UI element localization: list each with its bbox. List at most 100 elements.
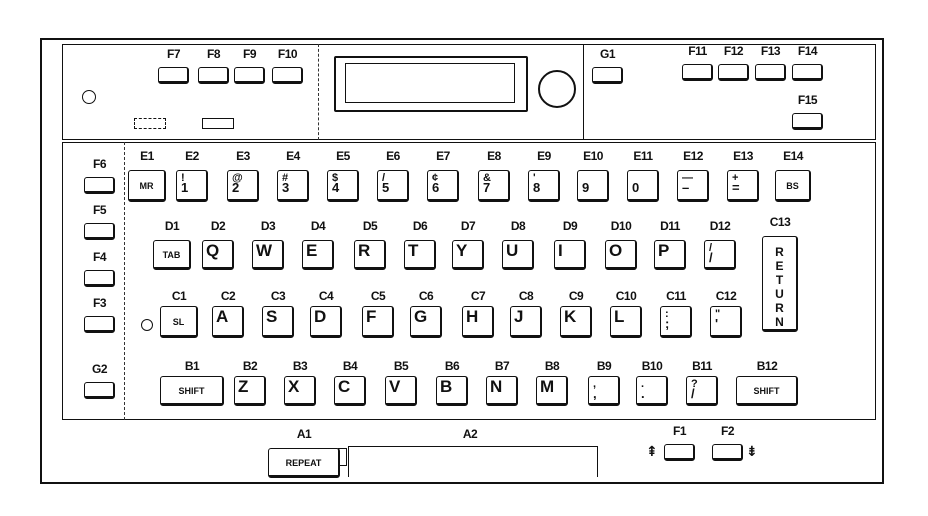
key-code-f8: F8 [206, 47, 221, 61]
key-f15[interactable] [792, 113, 823, 130]
key-c4[interactable]: D [310, 306, 342, 338]
key-code-c10: C10 [615, 289, 637, 303]
key-b8-letter: M [540, 377, 555, 396]
key-e14[interactable]: BS [775, 170, 811, 202]
key-c8[interactable]: J [510, 306, 542, 338]
key-e3[interactable]: @2 [227, 170, 259, 202]
key-e12[interactable]: —– [677, 170, 709, 202]
key-b6[interactable]: B [436, 376, 468, 406]
key-code-e14: E14 [783, 149, 803, 163]
key-e4[interactable]: #3 [277, 170, 309, 202]
key-b1[interactable]: SHIFT [160, 376, 224, 406]
key-e7[interactable]: ¢6 [427, 170, 459, 202]
key-f9[interactable] [234, 67, 265, 84]
key-d1[interactable]: TAB [153, 240, 191, 270]
key-e1[interactable]: MR [128, 170, 166, 202]
key-d10[interactable]: O [605, 240, 637, 270]
key-c9[interactable]: K [560, 306, 592, 338]
key-f4[interactable] [84, 270, 115, 287]
key-d3[interactable]: W [252, 240, 284, 270]
key-code-d5: D5 [362, 219, 378, 233]
key-c12[interactable]: "' [710, 306, 742, 338]
key-e5[interactable]: $4 [327, 170, 359, 202]
key-f11[interactable] [682, 64, 713, 81]
key-b11-lower-symbol: / [691, 386, 695, 401]
key-a1[interactable]: REPEAT [268, 448, 340, 478]
key-e10-lower-symbol: 9 [582, 180, 590, 195]
key-code-d2: D2 [210, 219, 226, 233]
key-d5-letter: R [358, 241, 371, 260]
key-c11[interactable]: :; [660, 306, 692, 338]
key-c7[interactable]: H [462, 306, 494, 338]
key-g2[interactable] [84, 382, 115, 399]
key-e4-upper-symbol: # [282, 172, 289, 184]
key-d2[interactable]: Q [202, 240, 234, 270]
key-c6[interactable]: G [410, 306, 442, 338]
key-d4-letter: E [306, 241, 318, 260]
key-e2[interactable]: !1 [176, 170, 208, 202]
key-f13[interactable] [755, 64, 786, 81]
key-g1[interactable] [592, 67, 623, 84]
key-b2[interactable]: Z [234, 376, 266, 406]
key-b5[interactable]: V [385, 376, 417, 406]
key-e5-lower-symbol: 4 [332, 180, 340, 195]
key-code-e7: E7 [436, 149, 450, 163]
key-b9[interactable]: ,, [588, 376, 620, 406]
key-e11[interactable]: 0 [627, 170, 659, 202]
key-f14[interactable] [792, 64, 823, 81]
key-d8[interactable]: U [502, 240, 534, 270]
key-d12[interactable]: // [704, 240, 736, 270]
rotary-knob[interactable] [538, 70, 576, 108]
key-f10[interactable] [272, 67, 303, 84]
key-c3[interactable]: S [262, 306, 294, 338]
key-code-d9: D9 [562, 219, 578, 233]
key-c11-upper-symbol: : [665, 308, 669, 320]
key-b3[interactable]: X [284, 376, 316, 406]
key-b10[interactable]: .. [636, 376, 668, 406]
key-e9[interactable]: '8 [528, 170, 560, 202]
key-e10[interactable]: 9 [577, 170, 609, 202]
key-d2-letter: Q [206, 241, 220, 260]
key-f3[interactable] [84, 316, 115, 333]
key-code-e10: E10 [583, 149, 603, 163]
key-d5[interactable]: R [354, 240, 386, 270]
key-f1[interactable] [664, 444, 695, 461]
key-c10-letter: L [614, 307, 625, 326]
slot-left [134, 118, 166, 129]
key-b7[interactable]: N [486, 376, 518, 406]
key-code-d10: D10 [610, 219, 632, 233]
key-b11[interactable]: ?/ [686, 376, 718, 406]
key-b8[interactable]: M [536, 376, 568, 406]
panel-divider-left [318, 44, 319, 140]
key-c5[interactable]: F [362, 306, 394, 338]
key-c2[interactable]: A [212, 306, 244, 338]
key-c1[interactable]: SL [160, 306, 198, 338]
key-c10[interactable]: L [610, 306, 642, 338]
key-code-e13: E13 [733, 149, 753, 163]
key-b12[interactable]: SHIFT [736, 376, 798, 406]
key-e6[interactable]: /5 [377, 170, 409, 202]
key-d7[interactable]: Y [452, 240, 484, 270]
key-b4[interactable]: C [334, 376, 366, 406]
panel-divider-right [583, 44, 584, 140]
key-d6[interactable]: T [404, 240, 436, 270]
lcd-display [334, 56, 528, 112]
key-f8[interactable] [198, 67, 229, 84]
key-f6[interactable] [84, 177, 115, 194]
key-b4-letter: C [338, 377, 351, 396]
key-d9[interactable]: I [554, 240, 586, 270]
key-f12[interactable] [718, 64, 749, 81]
key-a1-stub [338, 448, 347, 466]
key-c4-letter: D [314, 307, 327, 326]
key-d11[interactable]: P [654, 240, 686, 270]
key-e13[interactable]: += [727, 170, 759, 202]
key-f2[interactable] [712, 444, 743, 461]
key-d4[interactable]: E [302, 240, 334, 270]
key-d11-letter: P [658, 241, 670, 260]
key-f5[interactable] [84, 223, 115, 240]
key-e6-lower-symbol: 5 [382, 180, 390, 195]
key-f7[interactable] [158, 67, 189, 84]
key-code-b6: B6 [444, 359, 460, 373]
key-e8[interactable]: &7 [478, 170, 510, 202]
